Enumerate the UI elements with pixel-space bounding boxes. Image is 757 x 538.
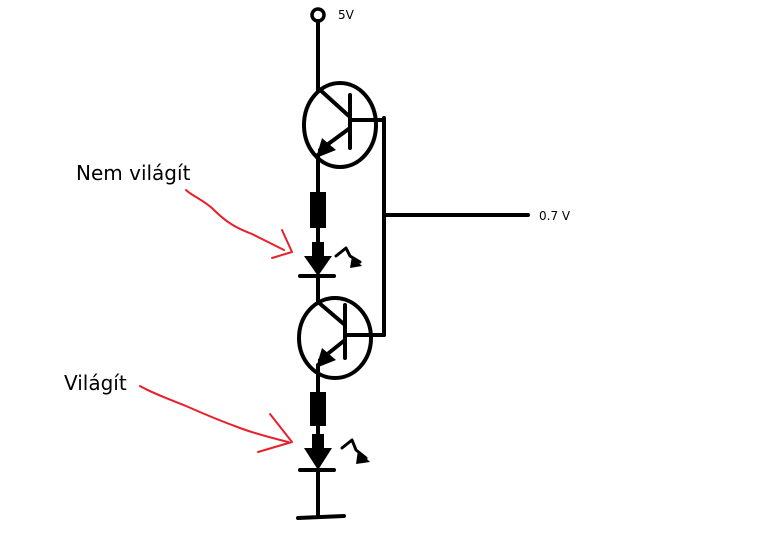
top-led-annotation-label: Nem világít [76, 161, 191, 185]
supply-terminal [310, 7, 326, 92]
bottom-led [298, 434, 336, 517]
base-bus-wire [368, 116, 530, 337]
bottom-resistor [310, 392, 326, 436]
top-resistor [310, 192, 326, 244]
supply-label: 5V [338, 8, 355, 22]
bottom-transistor [297, 296, 373, 394]
bottom-led-light-icon [340, 438, 370, 464]
bottom-led-annotation-arrow [139, 385, 293, 453]
bottom-led-annotation-label: Világít [64, 371, 127, 395]
top-transistor [302, 81, 386, 194]
top-led-light-icon [334, 246, 362, 268]
ground-symbol [296, 514, 346, 520]
base-voltage-label: 0.7 V [539, 209, 571, 223]
top-led-annotation-arrow [185, 189, 293, 259]
top-led [298, 242, 336, 304]
